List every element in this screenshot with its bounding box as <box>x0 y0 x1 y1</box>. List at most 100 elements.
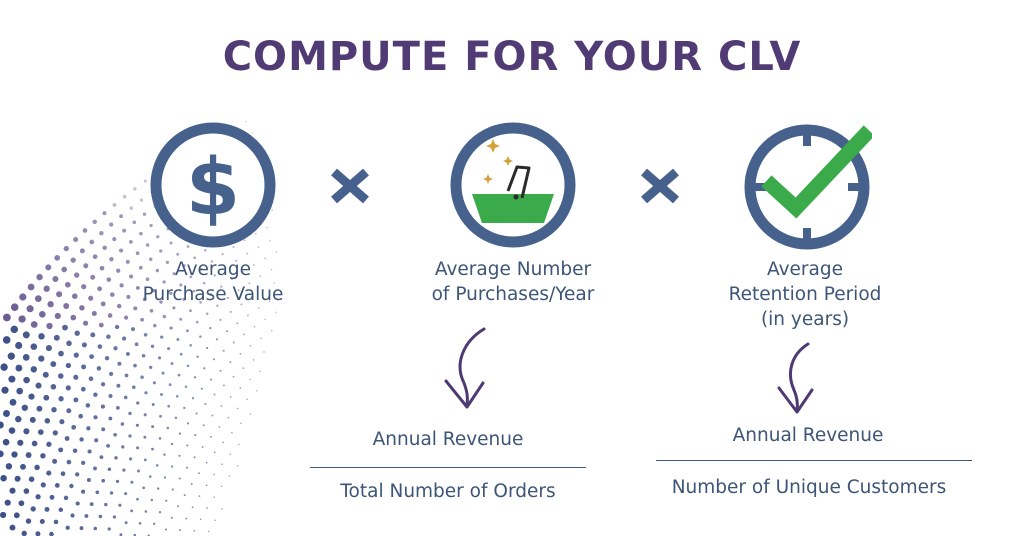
halftone-dot <box>58 350 64 357</box>
halftone-dot <box>252 359 255 361</box>
halftone-dot <box>205 312 209 316</box>
halftone-dot <box>129 274 134 279</box>
halftone-dot <box>152 381 156 385</box>
halftone-dot <box>0 421 4 429</box>
halftone-dot <box>213 496 215 498</box>
halftone-dot <box>58 507 64 513</box>
halftone-dot <box>199 335 202 338</box>
halftone-dot <box>275 251 278 253</box>
halftone-dot <box>271 209 273 211</box>
halftone-dot <box>220 405 223 407</box>
halftone-dot <box>152 288 157 293</box>
halftone-dot <box>229 361 232 364</box>
halftone-dot <box>122 468 126 472</box>
halftone-dot <box>75 472 80 477</box>
halftone-dot <box>45 264 52 271</box>
halftone-dot <box>190 483 193 485</box>
halftone-dot <box>170 362 174 366</box>
halftone-dot <box>1 386 9 394</box>
halftone-dot <box>215 338 219 341</box>
halftone-dot <box>29 416 36 423</box>
halftone-dot <box>99 265 105 271</box>
halftone-dot <box>92 254 98 260</box>
halftone-dot <box>123 395 128 400</box>
halftone-dot <box>239 352 242 355</box>
halftone-dot <box>163 476 167 479</box>
halftone-dot <box>65 525 70 530</box>
halftone-dot <box>14 475 21 482</box>
halftone-dot <box>108 416 113 421</box>
halftone-dot <box>8 375 16 383</box>
halftone-dot <box>81 460 86 465</box>
halftone-dot <box>107 313 113 318</box>
halftone-dot <box>19 293 27 301</box>
halftone-dot <box>243 239 246 242</box>
halftone-dot <box>141 354 146 358</box>
halftone-dot <box>70 513 75 518</box>
halftone-dot <box>175 395 179 398</box>
halftone-dot <box>219 318 222 322</box>
halftone-dot <box>195 320 199 324</box>
halftone-dot <box>252 264 255 266</box>
halftone-dot <box>202 281 206 285</box>
halftone-dot <box>186 422 190 425</box>
halftone-dot <box>66 459 72 465</box>
halftone-dot <box>45 345 52 352</box>
halftone-dot <box>136 497 139 501</box>
halftone-dot <box>202 424 205 427</box>
halftone-dot <box>9 398 17 406</box>
halftone-dot <box>189 309 192 313</box>
halftone-dot <box>89 239 95 245</box>
halftone-dot <box>101 478 105 483</box>
halftone-dot <box>218 426 221 428</box>
halftone-dot <box>186 329 189 333</box>
halftone-dot <box>100 301 106 307</box>
halftone-dot <box>84 514 89 518</box>
halftone-dot <box>71 424 77 430</box>
halftone-dot <box>113 346 118 351</box>
halftone-dot <box>74 330 80 336</box>
factor-label-purchase-value: Average Purchase Value <box>142 259 284 305</box>
halftone-dot <box>167 347 171 351</box>
halftone-dot <box>46 441 52 447</box>
halftone-dot <box>52 276 59 282</box>
halftone-dot <box>82 228 88 233</box>
halftone-dot <box>27 283 35 291</box>
halftone-dot <box>53 334 60 341</box>
halftone-dot <box>87 449 92 454</box>
halftone-dot <box>97 286 103 292</box>
halftone-dot <box>73 352 79 358</box>
halftone-dot <box>92 219 97 225</box>
halftone-dot <box>126 294 131 299</box>
halftone-dot <box>213 473 215 476</box>
halftone-dot <box>153 522 156 525</box>
halftone-dot <box>203 367 206 370</box>
halftone-dot <box>204 248 207 252</box>
halftone-dot <box>30 506 36 512</box>
halftone-dot <box>162 314 166 319</box>
halftone-dot <box>224 266 227 269</box>
halftone-dot <box>275 311 277 314</box>
halftone-dot <box>257 246 260 248</box>
halftone-dot <box>93 466 97 471</box>
halftone-dot <box>63 303 70 309</box>
halftone-dot <box>221 253 224 256</box>
halftone-dot <box>37 429 44 435</box>
halftone-dot <box>40 453 46 459</box>
halftone-dot <box>212 358 215 361</box>
halftone-dot <box>59 419 65 425</box>
halftone-dot <box>251 132 254 134</box>
halftone-dot <box>128 239 133 244</box>
halftone-dot <box>179 529 182 532</box>
halftone-dot <box>106 444 110 448</box>
halftone-dot <box>86 478 91 482</box>
halftone-dot <box>209 435 212 438</box>
halftone-dot <box>160 335 164 339</box>
halftone-dot <box>13 512 20 519</box>
halftone-dot <box>259 275 262 278</box>
halftone-dot <box>108 394 113 398</box>
halftone-dot <box>22 331 30 339</box>
halftone-dot <box>219 369 222 372</box>
halftone-dot <box>50 383 57 390</box>
halftone-dot <box>158 437 162 440</box>
